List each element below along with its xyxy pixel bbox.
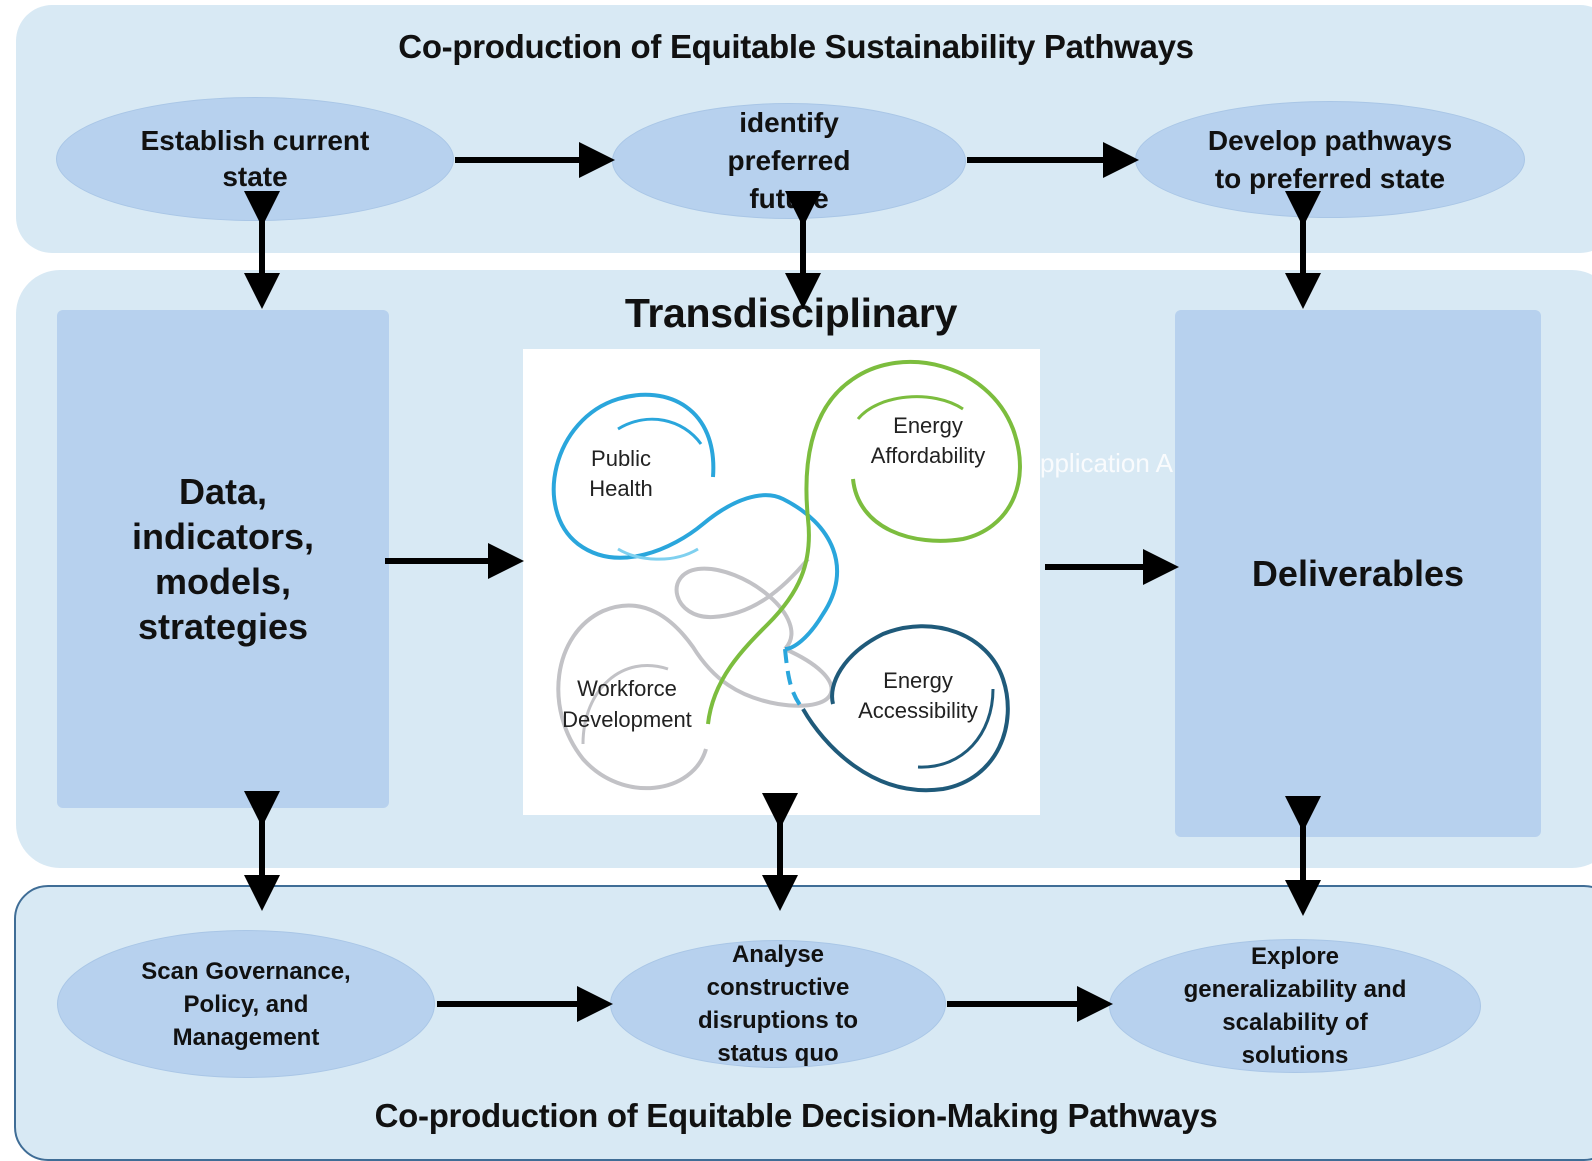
public-health-inner-arc	[617, 417, 703, 445]
energy-accessibility-label-2: Accessibility	[858, 698, 978, 723]
workforce-loop	[556, 603, 834, 791]
energy-affordability-label-2: Affordability	[871, 443, 986, 468]
blue-connector	[783, 648, 805, 711]
workforce-label-1: Workforce	[577, 676, 677, 701]
data-indicators-box: Data, indicators, models, strategies	[57, 310, 389, 808]
scan-governance-node: Scan Governance, Policy, and Management	[57, 930, 435, 1078]
establish-current-state-label: Establish current state	[140, 125, 370, 192]
energy-affordability-inner-arc	[856, 395, 964, 420]
grey-knot	[674, 557, 810, 651]
ghost-caption: pplication A	[1040, 448, 1173, 478]
wheel-graphic: Public Health Energy Affordability Workf…	[551, 359, 1022, 793]
data-indicators-label: Data, indicators, models, strategies	[131, 471, 315, 647]
energy-affordability-label-1: Energy	[893, 413, 963, 438]
energy-accessibility-inner-arc	[917, 688, 995, 769]
scan-governance-label: Scan Governance, Policy, and Management	[141, 957, 351, 1051]
decision-making-pathways-title: Co-production of Equitable Decision-Maki…	[374, 1097, 1218, 1134]
deliverables-box: Deliverables	[1175, 310, 1541, 837]
develop-pathways-node: Develop pathways to preferred state	[1135, 101, 1525, 218]
deliverables-label: Deliverables	[1251, 552, 1465, 594]
transdisciplinary-wheel: Public Health Energy Affordability Workf…	[523, 349, 1040, 815]
explore-generalizability-label: Explore generalizability and scalability…	[1183, 943, 1407, 1069]
energy-accessibility-label-1: Energy	[883, 668, 953, 693]
establish-current-state-node: Establish current state	[56, 97, 454, 221]
analyse-disruptions-node: Analyse constructive disruptions to stat…	[610, 940, 946, 1068]
workforce-inner-arc	[581, 664, 669, 745]
sustainability-pathways-title: Co-production of Equitable Sustainabilit…	[398, 28, 1194, 65]
public-health-label-1: Public	[591, 446, 651, 471]
energy-affordability-loop	[706, 359, 1022, 725]
public-health-loop	[551, 392, 840, 651]
explore-generalizability-node: Explore generalizability and scalability…	[1109, 939, 1481, 1073]
identify-preferred-future-label: identify preferred future	[727, 107, 851, 214]
workforce-label-2: Development	[562, 707, 692, 732]
analyse-disruptions-label: Analyse constructive disruptions to stat…	[698, 941, 858, 1067]
public-health-soft-arc	[617, 547, 699, 561]
public-health-label-2: Health	[589, 476, 653, 501]
develop-pathways-label: Develop pathways to preferred state	[1207, 124, 1453, 194]
energy-accessibility-loop	[801, 624, 1010, 793]
